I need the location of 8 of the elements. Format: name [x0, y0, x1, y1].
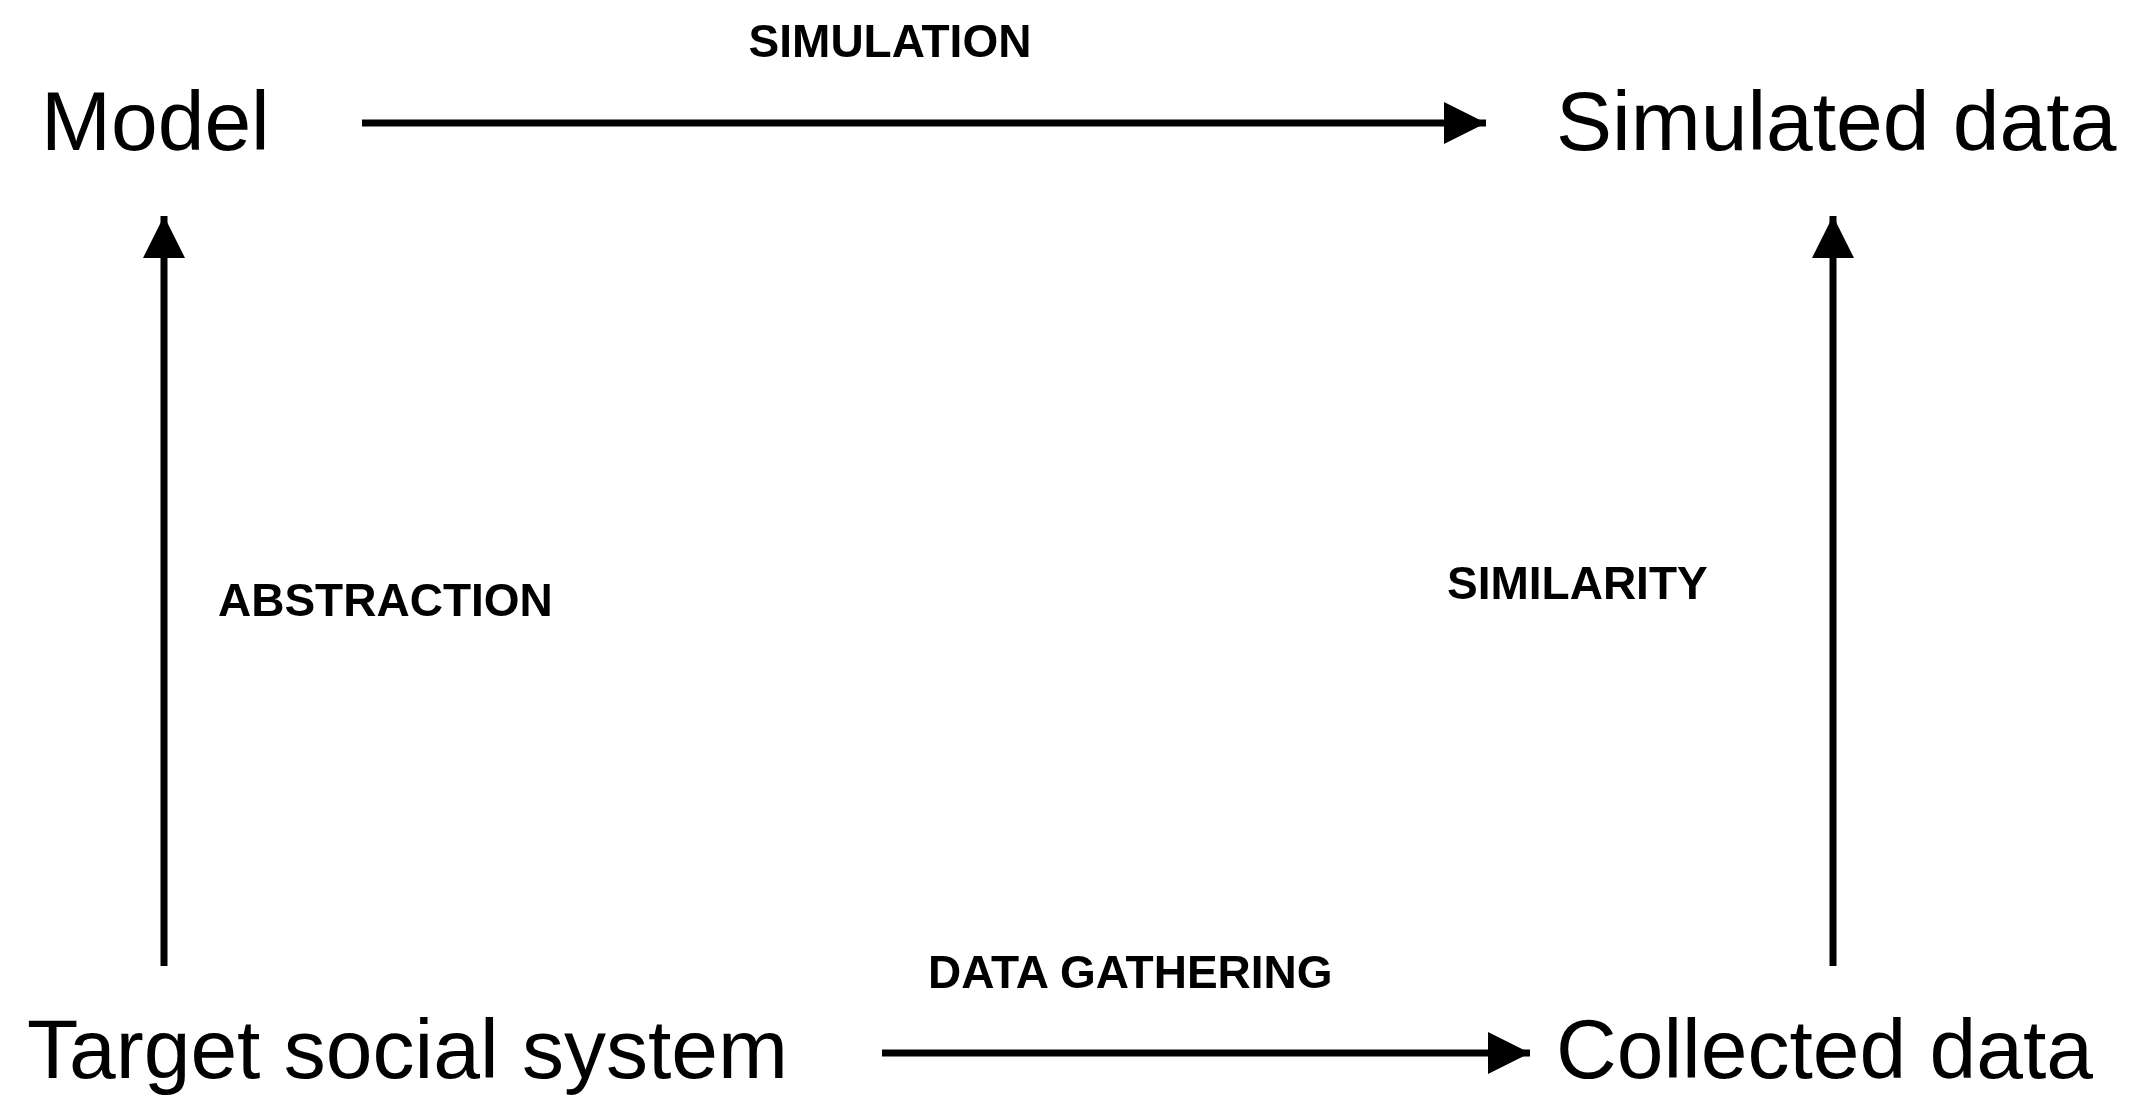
node-label: Target social system [27, 1003, 788, 1096]
node-label: Collected data [1556, 1003, 2094, 1096]
edge-label: DATA GATHERING [928, 946, 1333, 998]
edge-label: SIMILARITY [1447, 557, 1708, 609]
node-label: Simulated data [1556, 75, 2117, 168]
node-label: Model [41, 75, 270, 168]
edge-label: SIMULATION [748, 15, 1032, 67]
edge-label: ABSTRACTION [218, 574, 553, 626]
